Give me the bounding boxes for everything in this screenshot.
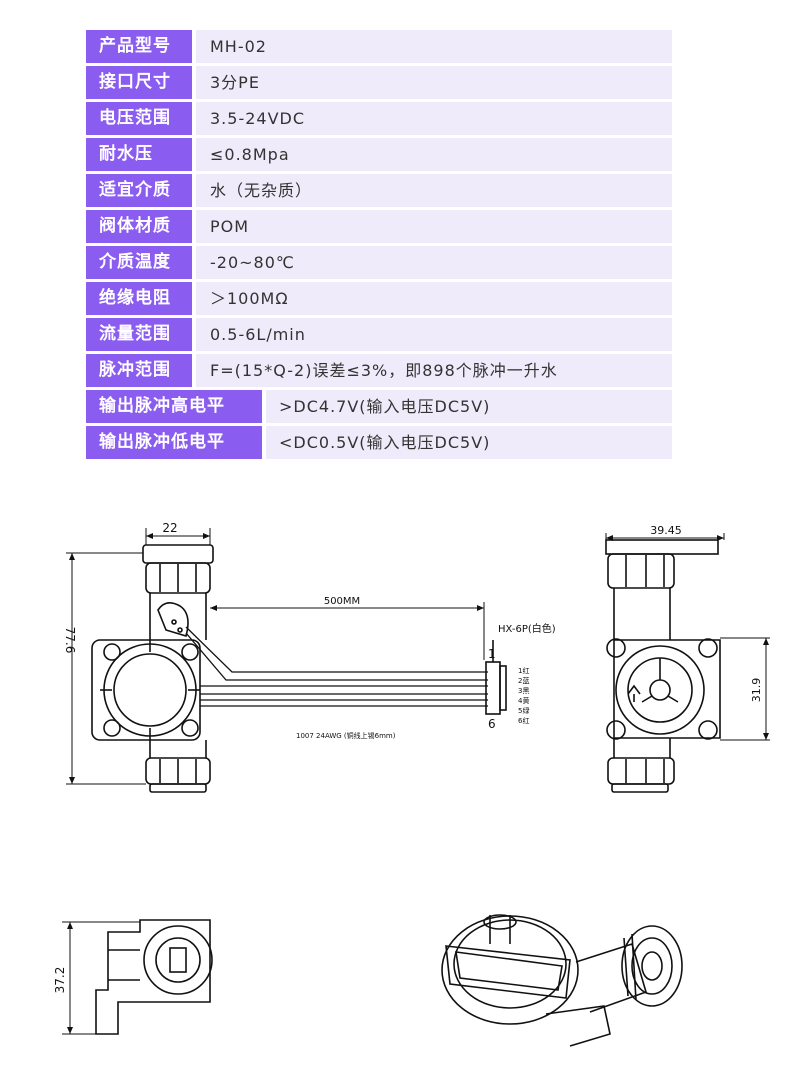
spec-row-water-pressure: 耐水压 ≤0.8Mpa (86, 138, 672, 171)
wire-spec-label: 1007 24AWG (铜线上锡6mm) (296, 731, 396, 740)
spec-row-flow-range: 流量范围 0.5-6L/min (86, 318, 672, 351)
spec-label: 输出脉冲低电平 (86, 426, 262, 459)
spec-value: 3分PE (196, 66, 672, 99)
spec-label: 介质温度 (86, 246, 192, 279)
spec-row-voltage-range: 电压范围 3.5-24VDC (86, 102, 672, 135)
spec-value: <DC0.5V(输入电压DC5V) (266, 426, 672, 459)
cable (185, 626, 488, 707)
spec-value: F=(15*Q-2)误差≤3%，即898个脉冲一升水 (196, 354, 672, 387)
spec-label: 脉冲范围 (86, 354, 192, 387)
spec-row-insulation: 绝缘电阻 ＞100MΩ (86, 282, 672, 315)
spec-row-medium-temperature: 介质温度 -20~80℃ (86, 246, 672, 279)
spec-row-low-level: 输出脉冲低电平 <DC0.5V(输入电压DC5V) (86, 426, 672, 459)
isometric-view-sensor (441, 914, 683, 1047)
spec-label: 流量范围 (86, 318, 192, 351)
pin-first-label: 1 (488, 647, 496, 661)
profile-view-sensor (95, 919, 213, 1035)
front-view-sensor (91, 544, 214, 793)
spec-row-model: 产品型号 MH-02 (86, 30, 672, 63)
dim-width-top: 22 (162, 521, 177, 535)
spec-label: 电压范围 (86, 102, 192, 135)
connector-model-label: HX-6P(白色) (498, 622, 556, 635)
dim-height-bottom: 37.2 (53, 967, 67, 994)
spec-label: 阀体材质 (86, 210, 192, 243)
spec-row-high-level: 输出脉冲高电平 >DC4.7V(输入电压DC5V) (86, 390, 672, 423)
dim-width-side: 39.45 (650, 524, 682, 537)
spec-value: 3.5-24VDC (196, 102, 672, 135)
spec-label: 接口尺寸 (86, 66, 192, 99)
profile-dimensions (62, 921, 140, 1035)
spec-row-pulse-range: 脉冲范围 F=(15*Q-2)误差≤3%，即898个脉冲一升水 (86, 354, 672, 387)
spec-value: ＞100MΩ (196, 282, 672, 315)
dim-height-left: 77.6 (63, 627, 77, 654)
pin-last-label: 6 (488, 717, 496, 731)
side-view-sensor (605, 539, 721, 793)
pin-label: 1红 (518, 666, 529, 675)
spec-row-interface-size: 接口尺寸 3分PE (86, 66, 672, 99)
pin-label: 2蓝 (518, 676, 529, 685)
connector-hx-6p (485, 640, 507, 715)
pin-label: 5绿 (518, 706, 529, 715)
spec-label: 适宜介质 (86, 174, 192, 207)
spec-label: 产品型号 (86, 30, 192, 63)
spec-label: 耐水压 (86, 138, 192, 171)
pin-label: 6红 (518, 716, 529, 725)
cable-length-label: 500MM (324, 596, 360, 607)
dim-height-side: 31.9 (750, 678, 763, 703)
spec-value: ≤0.8Mpa (196, 138, 672, 171)
pin-label: 3黑 (518, 687, 529, 695)
spec-table: 产品型号 MH-02 接口尺寸 3分PE 电压范围 3.5-24VDC 耐水压 … (86, 30, 672, 462)
spec-value: -20~80℃ (196, 246, 672, 279)
spec-row-body-material: 阀体材质 POM (86, 210, 672, 243)
spec-value: 水（无杂质） (196, 174, 672, 207)
front-dimensions (66, 528, 485, 785)
spec-label: 绝缘电阻 (86, 282, 192, 315)
spec-value: POM (196, 210, 672, 243)
spec-value: 0.5-6L/min (196, 318, 672, 351)
pin-label: 4黄 (518, 696, 529, 705)
spec-label: 输出脉冲高电平 (86, 390, 262, 423)
spec-row-medium: 适宜介质 水（无杂质） (86, 174, 672, 207)
side-dimensions (605, 533, 770, 741)
spec-value: MH-02 (196, 30, 672, 63)
arrowheads (67, 533, 769, 1034)
spec-value: >DC4.7V(输入电压DC5V) (266, 390, 672, 423)
